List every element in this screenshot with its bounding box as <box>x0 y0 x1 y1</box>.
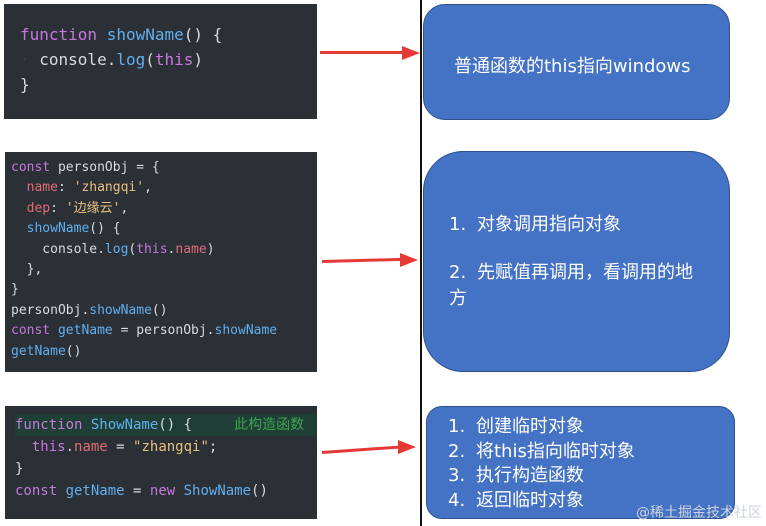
code-token: console. <box>11 241 105 257</box>
box3-item: 1.创建临时对象 <box>448 416 584 437</box>
code-token: this <box>31 439 66 455</box>
code-token: console. <box>39 50 117 69</box>
code-line: name: 'zhangqi', <box>11 178 317 198</box>
code-token: 'zhangqi' <box>73 180 145 196</box>
code-line: showName() { <box>11 219 317 239</box>
box3-item: 3.执行构造函数 <box>448 465 584 486</box>
code-token: function <box>20 25 107 44</box>
code-token: } <box>11 282 19 298</box>
code-token: showName <box>26 221 90 237</box>
code-token: getName <box>11 343 66 359</box>
code-token: name <box>175 241 207 257</box>
code-token: showName <box>106 25 184 44</box>
arrow-3 <box>321 440 416 460</box>
code-line: · console.log(this) <box>20 47 317 72</box>
code-line: const personObj = { <box>11 158 317 178</box>
code-token: 此构造函数 <box>234 417 305 433</box>
code-token: } <box>20 75 30 94</box>
code-token: ShowName <box>90 417 159 433</box>
code-line: }, <box>11 260 317 280</box>
code-token: dep <box>26 200 51 216</box>
code-token: name <box>74 439 108 455</box>
code-token: const <box>11 160 58 175</box>
code-token <box>11 221 27 236</box>
code-token: }, <box>11 262 43 278</box>
explanation-box-object-method: 1.对象调用指向对象 2.先赋值再调用，看调用的地方 <box>423 151 730 372</box>
code-token <box>15 439 32 455</box>
code-token: this <box>136 241 168 257</box>
code-token: ShowName <box>183 483 252 499</box>
code-token: () { <box>183 25 223 44</box>
code-line: function ShowName() { 此构造函数 <box>15 414 317 436</box>
code-token: () <box>251 483 268 499</box>
code-token: ( <box>145 50 155 69</box>
code-token <box>11 201 27 216</box>
code-token: () <box>65 343 82 359</box>
arrow-1 <box>320 46 420 60</box>
vertical-divider <box>420 0 422 526</box>
code-line: this.name = "zhangqi"; <box>15 436 317 458</box>
code-token: getName <box>65 483 125 499</box>
code-block-normal-function: function showName() {· console.log(this)… <box>4 4 317 119</box>
arrow-2 <box>321 253 418 269</box>
line-highlight <box>15 414 317 436</box>
code-token: log <box>104 241 129 257</box>
explanation-box-constructor: 1.创建临时对象 2.将this指向临时对象 3.执行构造函数 4.返回临时对象 <box>426 406 735 519</box>
code-token: . <box>65 439 75 455</box>
code-token: function <box>15 417 91 433</box>
code-token: () { <box>89 221 121 237</box>
code-line: dep: '边缘云', <box>11 199 317 219</box>
code-token: name <box>26 180 58 196</box>
code-token: const <box>15 483 66 499</box>
explanation-box-normal-function: 普通函数的this指向windows <box>423 4 730 120</box>
code-token: showName <box>214 323 278 339</box>
code-token: . <box>167 241 176 257</box>
code-token: ( <box>128 241 137 257</box>
code-line: getName() <box>11 342 317 362</box>
code-token: } <box>15 461 24 477</box>
code-token: = personObj. <box>112 323 215 339</box>
box2-item-2: 2.先赋值再调用，看调用的地方 <box>449 262 693 309</box>
code-token: "zhangqi" <box>133 439 209 455</box>
code-token: log <box>116 50 146 69</box>
code-token: , <box>120 200 129 216</box>
code-token: = <box>107 439 134 455</box>
code-line: function showName() { <box>20 22 317 47</box>
code-token: personObj = { <box>57 160 160 175</box>
code-token: = <box>124 483 150 499</box>
code-token: const <box>11 323 58 339</box>
code-block-constructor: function ShowName() { 此构造函数 this.name = … <box>5 406 317 519</box>
code-token: new <box>149 483 184 499</box>
code-token: () { <box>158 417 235 433</box>
code-token: : <box>50 200 66 216</box>
code-line: } <box>15 458 317 480</box>
code-token: ) <box>193 50 204 69</box>
code-block-object-method: const personObj = { name: 'zhangqi', dep… <box>5 152 317 372</box>
code-token: , <box>144 180 152 196</box>
code-line: console.log(this.name) <box>11 240 317 260</box>
code-token: ; <box>208 439 218 455</box>
code-token: getName <box>57 323 113 339</box>
box2-item-1: 1.对象调用指向对象 <box>449 214 621 235</box>
code-token <box>11 180 27 195</box>
code-token: ) <box>206 241 215 257</box>
code-token: showName <box>89 302 152 318</box>
code-line: personObj.showName() <box>11 301 317 321</box>
code-line: const getName = new ShowName() <box>15 480 317 502</box>
code-line: } <box>20 72 317 97</box>
code-line: } <box>11 280 317 300</box>
code-token: () <box>151 302 168 318</box>
box1-text: 普通函数的this指向windows <box>454 56 691 77</box>
code-line: const getName = personObj.showName <box>11 321 317 341</box>
code-token: personObj. <box>11 302 90 318</box>
watermark: @稀土掘金技术社区 <box>636 505 762 521</box>
box3-item: 4.返回临时对象 <box>448 489 584 511</box>
code-token: this <box>154 50 194 69</box>
code-token: '边缘云' <box>65 200 121 216</box>
box3-item: 2.将this指向临时对象 <box>448 440 635 462</box>
code-token: · <box>20 50 40 69</box>
code-token: : <box>57 180 74 196</box>
